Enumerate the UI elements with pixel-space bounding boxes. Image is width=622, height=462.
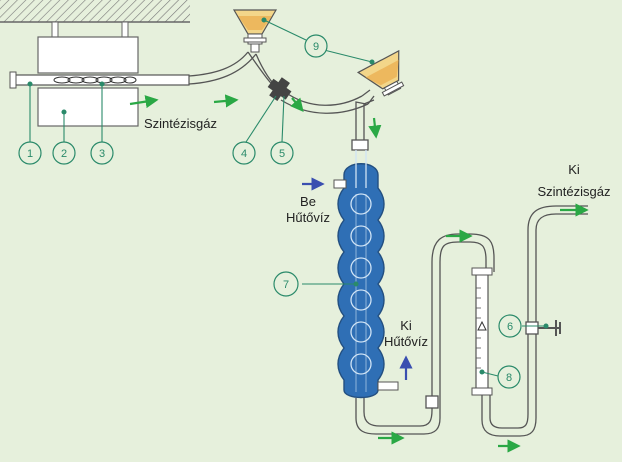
callout-6-label: 6: [507, 321, 513, 333]
dropping-funnel-2: [356, 49, 405, 97]
label-water-in-2: Hűtővíz: [286, 210, 330, 225]
callout-1-label: 1: [27, 148, 33, 160]
callout-2-label: 2: [61, 148, 67, 160]
callout-8-label: 8: [506, 372, 512, 384]
label-water-out-2: Hűtővíz: [384, 334, 428, 349]
needle-valve-6: [525, 320, 561, 336]
callout-4-label: 4: [241, 148, 247, 160]
reactor-tube: [9, 71, 190, 89]
callout-3-label: 3: [99, 148, 105, 160]
text-labels: Szintézisgáz Ki Szintézisgáz Be Hűtővíz …: [144, 116, 610, 349]
dropping-funnel-1: [232, 9, 278, 53]
ceiling: [0, 0, 190, 23]
exit-tubing: [481, 205, 588, 437]
callout-9-label: 9: [313, 41, 319, 53]
label-gas-right: Szintézisgáz: [538, 184, 611, 199]
cooling-water-arrows: [302, 177, 413, 380]
callout-5-label: 5: [279, 148, 285, 160]
callout-5: 5: [270, 141, 294, 165]
callout-circles: 1 2 3 4 5 6 7 8 9: [18, 34, 522, 389]
callouts: [27, 17, 549, 377]
callout-7: 7: [273, 271, 299, 297]
callout-1: 1: [18, 141, 42, 165]
outlet-tubing: [355, 233, 495, 435]
flowmeter-8: [471, 267, 493, 396]
label-gas-left: Szintézisgáz: [144, 116, 217, 131]
callout-8: 8: [497, 365, 521, 389]
gas-flow-arrows: [129, 94, 589, 453]
callout-4: 4: [232, 141, 256, 165]
callout-9: 9: [304, 34, 328, 58]
furnace: [37, 21, 139, 127]
label-gas-right-top: Ki: [568, 162, 580, 177]
callout-6: 6: [498, 314, 522, 338]
callout-3: 3: [90, 141, 114, 165]
catalyst-bed: [53, 76, 137, 84]
down-tube: [351, 99, 375, 151]
condenser-7: [333, 150, 399, 399]
callout-7-label: 7: [283, 279, 289, 291]
label-water-out-1: Ki: [400, 318, 412, 333]
label-water-in-1: Be: [300, 194, 316, 209]
junction-valve: [267, 77, 292, 102]
callout-2: 2: [52, 141, 76, 165]
